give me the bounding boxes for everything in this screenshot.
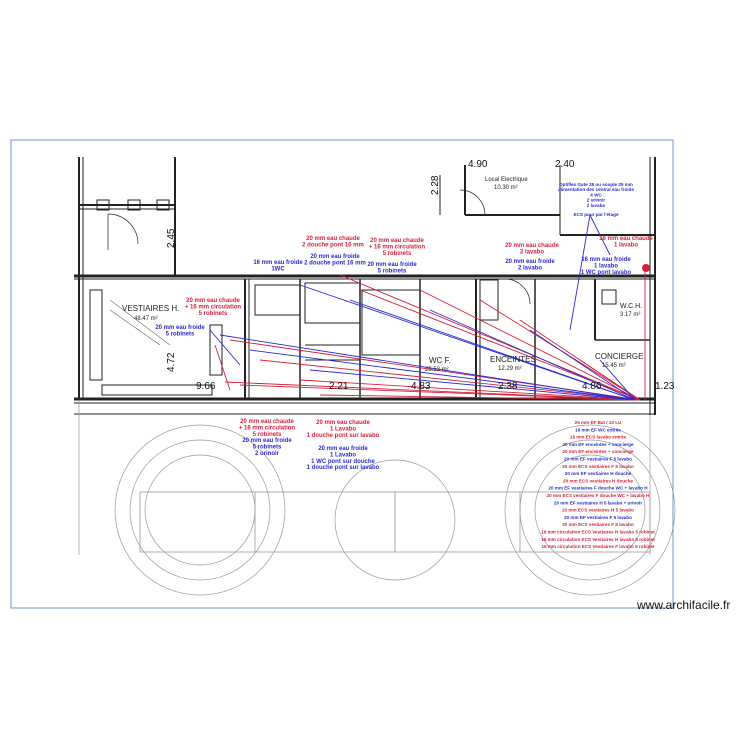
legend-item: 20 mm ECS vestiaires F 5 lavabo: [562, 522, 634, 527]
note-line: 5 robinets: [253, 444, 282, 450]
legend-item: 16 mm circulation ECS Vestiaires H lavab…: [541, 530, 655, 535]
room-concierge-area: 15.45 m²: [602, 363, 626, 369]
room-labels: VESTIAIRES H. 48.47 m² Local Electrique …: [122, 177, 643, 373]
dimension-label: 1.23: [655, 381, 675, 392]
legend-item: 20 mm ECS vestiaires F douche WC + lavab…: [547, 493, 650, 498]
legend-item: 16 mm circulation ECS Vestiaires F lavab…: [541, 544, 655, 549]
note-line: 1 lavabo: [594, 263, 618, 269]
note-line: 1 Lavabo: [330, 426, 356, 432]
note-line: 2 urinoir: [255, 451, 280, 457]
room-vestiaires-h-name: VESTIAIRES H.: [122, 304, 179, 313]
room-enceintes-name: ENCEINTES: [490, 355, 536, 364]
legend-item: 16 mm ECS lavabo entrée: [570, 435, 627, 440]
note-line: 2 lavabo: [587, 203, 606, 208]
pipe-legend: 25 mm EF Bat / 13 LU 16 mm EF WC entrée 16…: [541, 420, 655, 549]
cold-water-pipes: [209, 214, 636, 401]
note-line: 2 douche pont 16 mm: [302, 242, 364, 248]
note-line: 16 mm eau froide: [253, 260, 303, 266]
dimension-label: 9.66: [196, 381, 216, 392]
legend-item: 20 mm ECS vestiaires F 5 lavabo: [562, 464, 634, 469]
dimension-label: 4.86: [582, 381, 602, 392]
note-line: 20 mm eau froide: [242, 438, 292, 444]
note-line: 5 robinets: [383, 251, 412, 257]
room-wch-name: W.C.H.: [620, 303, 642, 310]
legend-item: 20 mm EF vestiaires H 5 lavabo + urinoir: [554, 500, 642, 505]
note-line: 5 robinets: [378, 268, 407, 274]
field-arcs: [114, 424, 676, 596]
note-line: 2 lavabo: [518, 265, 542, 271]
note-line: + 16 mm circulation: [369, 244, 426, 250]
note-line: 2 lavabo: [520, 249, 544, 255]
note-line: 1 douche pont sur lavabo: [307, 465, 380, 471]
note-line: 5 robinets: [199, 311, 228, 317]
room-concierge-name: CONCIERGE: [595, 352, 643, 361]
legend-item: 20 mm EF vestiaires F 5 lavabo: [564, 457, 632, 462]
note-line: + 16 mm circulation: [239, 425, 296, 431]
note-line: 2 douche pont 16 mm: [304, 260, 366, 266]
note-line: 5 robinets: [166, 331, 195, 337]
room-vestiaires-h-area: 48.47 m²: [134, 316, 158, 322]
note-line: 20 mm eau froide: [310, 254, 360, 260]
dimension-label: 4.83: [411, 381, 431, 392]
note-line: 20 mm eau chaude: [505, 243, 559, 249]
note-line: 20 mm eau chaude: [240, 419, 294, 425]
legend-item: 20 mm EF enceintes + concierge: [562, 449, 634, 454]
note-line: 20 mm eau froide: [367, 262, 417, 268]
legend-item: 20 mm EF vestiaires H douche: [565, 471, 632, 476]
note-line: 20 mm eau chaude: [186, 298, 240, 304]
legend-item: 20 mm ECS vestiaires H douche: [563, 478, 633, 483]
legend-item: 16 mm EF WC entrée: [575, 427, 621, 432]
note-line: 1 lavabo: [614, 242, 638, 248]
note-line: Optiflex Gate 28 ou souple 25 mm: [559, 182, 633, 187]
dimension-label: 2.40: [555, 159, 575, 170]
legend-item: 16 mm circulation ECS Vestiaires H lavab…: [541, 537, 655, 542]
note-line: 16 mm eau froide: [581, 257, 631, 263]
note-line: 2 urinoir: [587, 198, 606, 203]
dimension-label: 2.28: [430, 175, 441, 195]
legend-item: 20 mm EF vestiaires F douche WC + lavabo…: [548, 486, 648, 491]
note-line: 16 mm eau chaude: [599, 236, 653, 242]
watermark: www.archifacile.fr: [637, 598, 731, 612]
dimension-label: 4.90: [468, 159, 488, 170]
room-wcf-name: WC F.: [429, 356, 451, 365]
note-line: 5 robinets: [253, 432, 282, 438]
note-line: 1WC: [271, 266, 285, 272]
room-enceintes-area: 12.29 m²: [498, 366, 522, 372]
room-local-electrique-area: 10.30 m²: [494, 185, 518, 191]
note-line: 1 Lavabo: [330, 452, 356, 458]
note-line: 20 mm eau chaude: [316, 420, 370, 426]
legend-item: 20 mm EF vestiaires F 5 lavabo: [564, 515, 632, 520]
note-line: 20 mm eau froide: [505, 259, 555, 265]
dimension-label: 2.38: [498, 381, 518, 392]
note-line: + 16 mm circulation: [185, 304, 242, 310]
drawing-frame: [10, 139, 674, 609]
legend-item: 20 mm EF enceintes + concierge: [562, 442, 634, 447]
note-line: ECS pour par l'étage: [574, 212, 619, 217]
note-line: 4 WC: [590, 192, 602, 197]
note-line: 1 douche pont sur lavabo: [307, 433, 380, 439]
legend-item: 25 mm EF Bat / 13 LU: [575, 420, 622, 425]
dimension-labels: 4.90 2.40 2.28 2.45 4.72 9.66 2.21 4.83 …: [166, 159, 675, 392]
note-line: 20 mm eau chaude: [306, 236, 360, 242]
note-line: 20 mm eau froide: [318, 446, 368, 452]
room-wcf-area: 25.53 m²: [425, 367, 449, 373]
note-line: alimentation des central eau froide: [558, 187, 634, 192]
note-line: 20 mm eau froide: [155, 325, 205, 331]
legend-item: 20 mm ECS vestiaires H 5 lavabo: [562, 508, 634, 513]
room-local-electrique-name: Local Electrique: [485, 177, 528, 183]
water-inlet-marker: [642, 264, 650, 272]
note-line: 1 WC pont sur douche: [311, 459, 375, 465]
dimension-label: 2.45: [166, 228, 177, 248]
note-line: 20 mm eau chaude: [370, 238, 424, 244]
room-wch-area: 3.17 m²: [620, 312, 640, 318]
note-line: 1 WC pont lavabo: [581, 270, 632, 276]
dimension-label: 4.72: [166, 352, 177, 372]
dimension-label: 2.21: [329, 381, 349, 392]
